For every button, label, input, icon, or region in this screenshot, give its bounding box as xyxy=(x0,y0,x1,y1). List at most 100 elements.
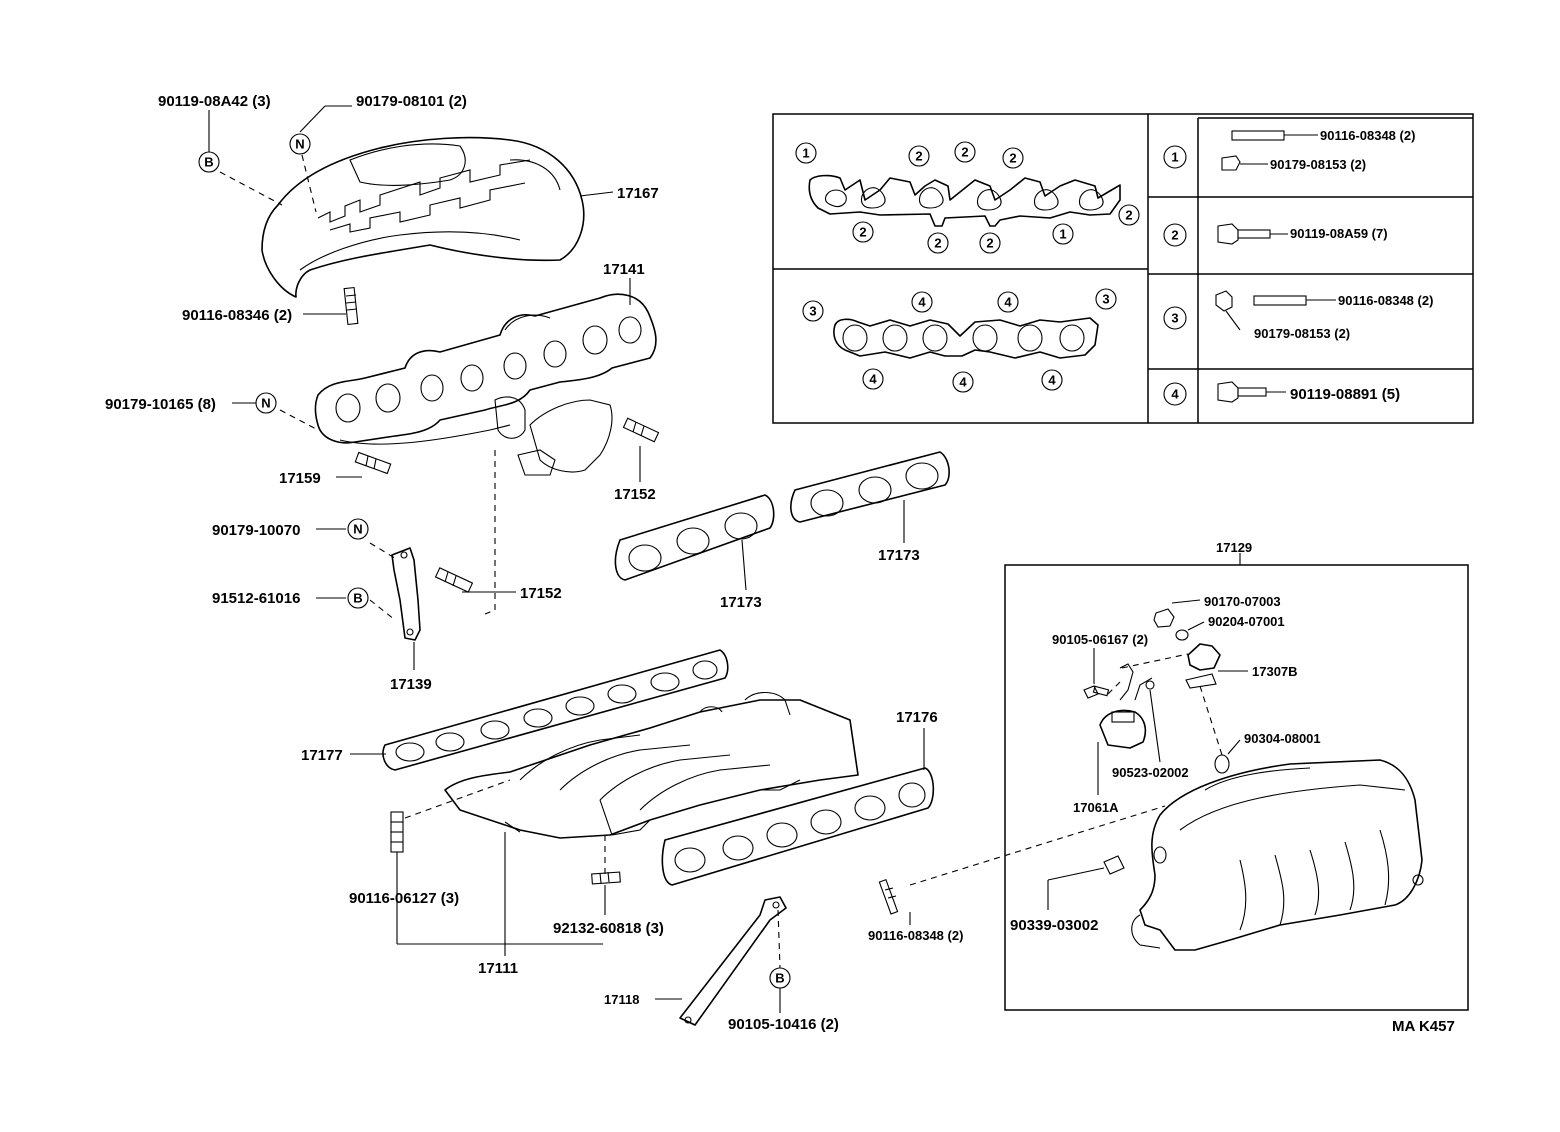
marker-3: 3 xyxy=(1102,292,1109,307)
gasket-17173-b xyxy=(790,451,950,523)
label-90170-07003: 90170-07003 xyxy=(1204,594,1281,609)
intake-manifold-17111 xyxy=(444,691,859,839)
dashed-lines xyxy=(219,154,1223,969)
row-1-item-2: 90179-08153 (2) xyxy=(1270,157,1366,172)
table-gasket-markers: 1 2 2 2 2 2 2 1 2 3 4 4 3 4 4 4 xyxy=(795,141,1140,393)
label-92132-60818: 92132-60818 (3) xyxy=(553,920,664,937)
label-91512-61016: 91512-61016 xyxy=(212,590,300,607)
gasket-17173-a xyxy=(614,494,775,581)
marker-2: 2 xyxy=(934,236,941,251)
heat-insulator-17167 xyxy=(261,136,585,298)
table-row-1: 90116-08348 (2) 90179-08153 (2) xyxy=(1221,128,1415,172)
bolt-table: 1 2 2 2 2 2 2 1 2 3 4 4 3 4 4 4 1 2 3 4 xyxy=(772,113,1474,424)
marker-4: 4 xyxy=(1048,373,1056,388)
label-90339-03002: 90339-03002 xyxy=(1010,917,1098,934)
stud-17152-b xyxy=(434,567,474,593)
label-17177: 17177 xyxy=(301,747,343,764)
marker-4: 4 xyxy=(959,375,967,390)
marker-2: 2 xyxy=(1125,208,1132,223)
table-row-3: 90116-08348 (2) 90179-08153 (2) xyxy=(1215,290,1433,341)
row-4-item-1: 90119-08891 (5) xyxy=(1290,386,1400,403)
bracket-17307b xyxy=(1185,643,1221,689)
label-17118: 17118 xyxy=(604,992,639,1007)
stay-17118 xyxy=(679,896,787,1026)
label-17173-a: 17173 xyxy=(720,594,762,611)
marker-2: 2 xyxy=(915,149,922,164)
marker-2: 2 xyxy=(961,145,968,160)
marker-2: 2 xyxy=(1009,151,1016,166)
label-90119-08a42: 90119-08A42 (3) xyxy=(158,93,271,110)
marker-b: B xyxy=(353,591,362,606)
label-17167: 17167 xyxy=(617,185,659,202)
table-gasket-lower xyxy=(833,317,1099,359)
exhaust-manifold-17141 xyxy=(314,293,657,476)
label-17152-a: 17152 xyxy=(614,486,656,503)
label-90179-08101: 90179-08101 (2) xyxy=(356,93,467,110)
label-90116-06127: 90116-06127 (3) xyxy=(349,890,459,907)
marker-4: 4 xyxy=(869,372,877,387)
label-17173-b: 17173 xyxy=(878,547,920,564)
key-4: 4 xyxy=(1171,387,1179,402)
label-17141: 17141 xyxy=(603,261,645,278)
label-17307b: 17307B xyxy=(1252,664,1298,679)
marker-n: N xyxy=(353,522,362,537)
label-90105-06167: 90105-06167 (2) xyxy=(1052,632,1148,647)
marker-2: 2 xyxy=(986,236,993,251)
stud-17159 xyxy=(354,451,392,475)
bolt-head-icon xyxy=(1217,223,1239,245)
washer-90204-07001 xyxy=(1175,629,1189,641)
bolt-shank-icon xyxy=(1237,387,1267,397)
marker-n: N xyxy=(261,396,270,411)
label-17129: 17129 xyxy=(1216,540,1252,555)
clamp-90304-08001 xyxy=(1214,754,1230,774)
label-90116-08348: 90116-08348 (2) xyxy=(868,928,963,943)
table-row-2: 90119-08A59 (7) xyxy=(1217,223,1388,245)
row-3-item-2: 90179-08153 (2) xyxy=(1254,326,1350,341)
label-90105-10416: 90105-10416 (2) xyxy=(728,1016,839,1033)
marker-2: 2 xyxy=(859,225,866,240)
leader-lines xyxy=(208,105,1248,1013)
table-gasket-upper xyxy=(808,174,1121,227)
marker-1: 1 xyxy=(802,146,809,161)
gasket-17177 xyxy=(382,649,729,771)
marker-4: 4 xyxy=(1004,295,1012,310)
circle-markers: B N N N B B xyxy=(198,133,791,989)
stud-90116-06127 xyxy=(390,811,404,853)
label-17111: 17111 xyxy=(478,960,518,977)
nut-icon xyxy=(1215,290,1233,312)
label-90523-02002: 90523-02002 xyxy=(1112,765,1189,780)
gasket-17176 xyxy=(661,767,935,886)
label-90179-10165: 90179-10165 (8) xyxy=(105,396,216,413)
bolt-shank-icon xyxy=(1237,229,1271,239)
stud-icon xyxy=(1231,130,1285,141)
stud-90116-08348 xyxy=(878,878,899,915)
row-2-item-1: 90119-08A59 (7) xyxy=(1290,226,1388,241)
stud-90116-08346 xyxy=(343,286,359,326)
label-17176: 17176 xyxy=(896,709,938,726)
air-intake-chamber-box xyxy=(1004,553,1469,1011)
label-90179-10070: 90179-10070 xyxy=(212,522,300,539)
bolt-head-icon xyxy=(1217,381,1239,403)
label-90304-08001: 90304-08001 xyxy=(1244,731,1321,746)
stud-17152-a xyxy=(622,417,660,443)
nut-90170-07003 xyxy=(1153,608,1175,628)
row-3-item-1: 90116-08348 (2) xyxy=(1338,293,1433,308)
table-key-column: 1 2 3 4 xyxy=(1163,145,1187,406)
marker-1: 1 xyxy=(1059,227,1066,242)
marker-b: B xyxy=(775,971,784,986)
label-90116-08346: 90116-08346 (2) xyxy=(182,307,292,324)
bolt-90105-06167 xyxy=(1083,685,1110,699)
marker-3: 3 xyxy=(809,304,816,319)
label-17139: 17139 xyxy=(390,676,432,693)
stud-92132-60818 xyxy=(591,871,621,885)
table-row-4: 90119-08891 (5) xyxy=(1217,381,1400,403)
air-intake-chamber xyxy=(1131,759,1424,951)
nut-icon xyxy=(1221,155,1241,171)
marker-b: B xyxy=(204,155,213,170)
marker-n: N xyxy=(295,137,304,152)
row-1-item-1: 90116-08348 (2) xyxy=(1320,128,1415,143)
part-labels: 90119-08A42 (3) 90179-08101 (2) 17167 90… xyxy=(105,93,1455,1035)
vsv-17061a xyxy=(1099,663,1155,749)
label-17061a: 17061A xyxy=(1073,800,1119,815)
marker-4: 4 xyxy=(918,295,926,310)
